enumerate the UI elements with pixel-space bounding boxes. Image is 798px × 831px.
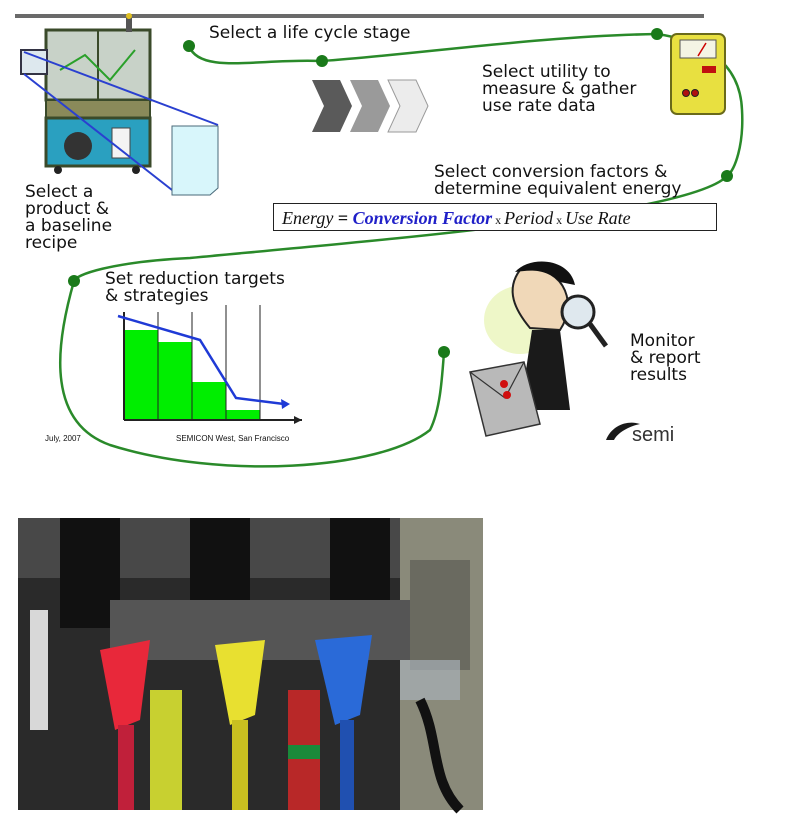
chevron-arrows-icon [312, 79, 429, 133]
step-monitor: Monitor & report results [630, 331, 701, 385]
semi-logo-swirl-icon [606, 422, 640, 440]
path-node [651, 28, 663, 40]
step-select-product: Select a product & a baseline recipe [25, 182, 113, 253]
path-node [438, 346, 450, 358]
formula-times: x [492, 213, 505, 227]
callout-line [23, 51, 219, 126]
formula-use-rate: Use Rate [565, 208, 631, 228]
equipment-icon [20, 13, 152, 174]
path-node [721, 170, 733, 182]
energy-formula: Energy = Conversion Factor x Period x Us… [273, 203, 717, 231]
chart-bar [192, 382, 226, 420]
formula-conversion-factor: Conversion Factor [352, 208, 493, 228]
recipe-document-icon [171, 125, 219, 196]
chart-bar [158, 342, 192, 420]
path-node [316, 55, 328, 67]
path-node [68, 275, 80, 287]
detective-icon [469, 261, 609, 437]
step-select-utility: Select utility to measure & gather use r… [482, 62, 637, 116]
top-rule [15, 14, 704, 18]
cable-clips-photo [18, 518, 483, 814]
formula-equals: = [333, 208, 353, 228]
step-reduction: Set reduction targets & strategies [105, 269, 285, 306]
chart-bar [226, 410, 260, 420]
path-node [183, 40, 195, 52]
formula-energy: Energy [282, 208, 334, 228]
step-conversion: Select conversion factors & determine eq… [434, 162, 682, 199]
footer-date: July, 2007 [45, 434, 81, 443]
trend-line [117, 314, 285, 406]
callout-line [23, 73, 173, 191]
semi-logo: semi [632, 424, 675, 446]
chart-bar [124, 330, 158, 420]
footer-event: SEMICON West, San Francisco [176, 434, 290, 443]
formula-period: Period [504, 208, 554, 228]
step-select-stage: Select a life cycle stage [209, 23, 411, 43]
reduction-chart [117, 305, 302, 424]
formula-times: x [553, 213, 566, 227]
meter-icon [670, 33, 726, 115]
